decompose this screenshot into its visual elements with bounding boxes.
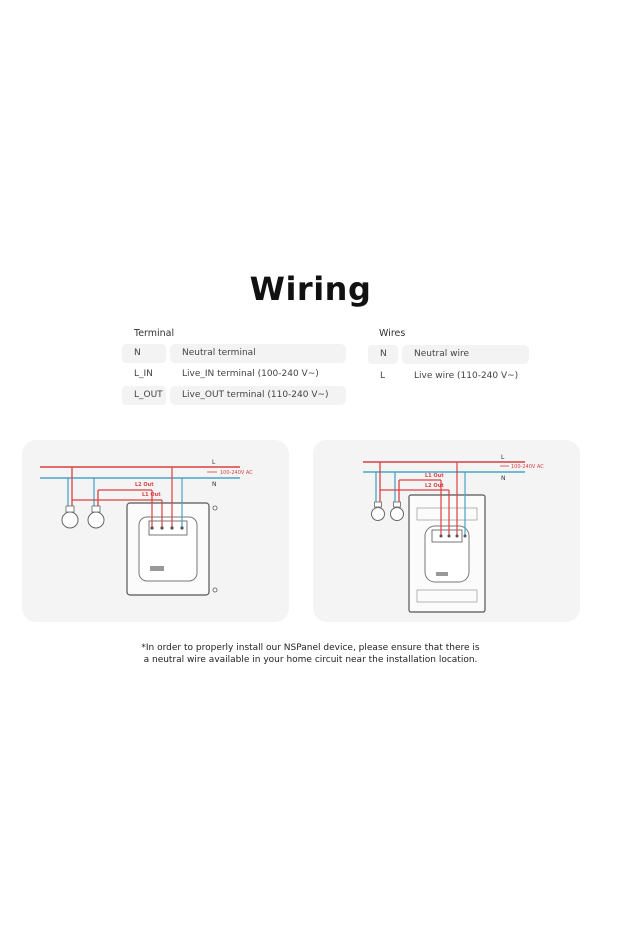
terminal-key: L_IN [134, 369, 153, 379]
label-voltage: 100-240V AC [511, 464, 544, 470]
terminal-block [431, 529, 463, 543]
wiring-diagram-tall-svg: L N 100-240V AC L1 Out L2 Out [363, 454, 544, 613]
label-n: N [212, 481, 217, 488]
terminal-block [148, 520, 188, 536]
bulb-icon [371, 462, 385, 521]
footnote: *In order to properly install our NSPane… [0, 642, 621, 666]
terminal-key: N [122, 344, 166, 363]
footnote-line-2: a neutral wire available in your home ci… [143, 655, 478, 665]
label-l: L [501, 454, 505, 461]
label-l2-out: L2 Out [135, 482, 154, 488]
page-title: Wiring [249, 270, 372, 308]
wires-desc: Neutral wire [402, 345, 529, 364]
connector [436, 572, 448, 576]
label-n: N [501, 475, 506, 482]
connector [150, 566, 164, 571]
bulb-icon [390, 472, 404, 521]
terminal-row-l-out: L_OUT Live_OUT terminal (110-240 V~) [122, 386, 346, 405]
terminal-heading: Terminal [134, 328, 175, 339]
wires-key: L [380, 371, 386, 381]
terminal-desc: Live_OUT terminal (110-240 V~) [170, 386, 346, 405]
terminal-desc: Neutral terminal [170, 344, 346, 363]
terminal-row-n: N Neutral terminal [122, 344, 346, 363]
wires-desc: Live wire (110-240 V~) [414, 371, 519, 381]
wires-row-l: L Live wire (110-240 V~) [368, 367, 529, 386]
bulb-icon [61, 467, 79, 529]
label-l2-out: L2 Out [425, 483, 444, 489]
wiring-diagram-square: L N 100-240V AC L2 Out L1 Out [22, 440, 289, 622]
bulb-icon [87, 478, 105, 529]
label-voltage: 100-240V AC [220, 470, 253, 476]
label-l: L [212, 459, 216, 466]
wires-heading: Wires [379, 328, 406, 339]
wires-row-n: N Neutral wire [368, 345, 529, 364]
terminal-row-l-in: L_IN Live_IN terminal (100-240 V~) [122, 365, 346, 384]
wiring-diagram-tall: L N 100-240V AC L1 Out L2 Out [313, 440, 580, 622]
wires-key: N [368, 345, 398, 364]
terminal-desc: Live_IN terminal (100-240 V~) [182, 369, 319, 379]
footnote-line-1: *In order to properly install our NSPane… [141, 643, 480, 653]
terminal-key: L_OUT [122, 386, 166, 405]
label-l1-out: L1 Out [425, 473, 444, 479]
wiring-diagram-square-svg: L N 100-240V AC L2 Out L1 Out [40, 459, 253, 596]
